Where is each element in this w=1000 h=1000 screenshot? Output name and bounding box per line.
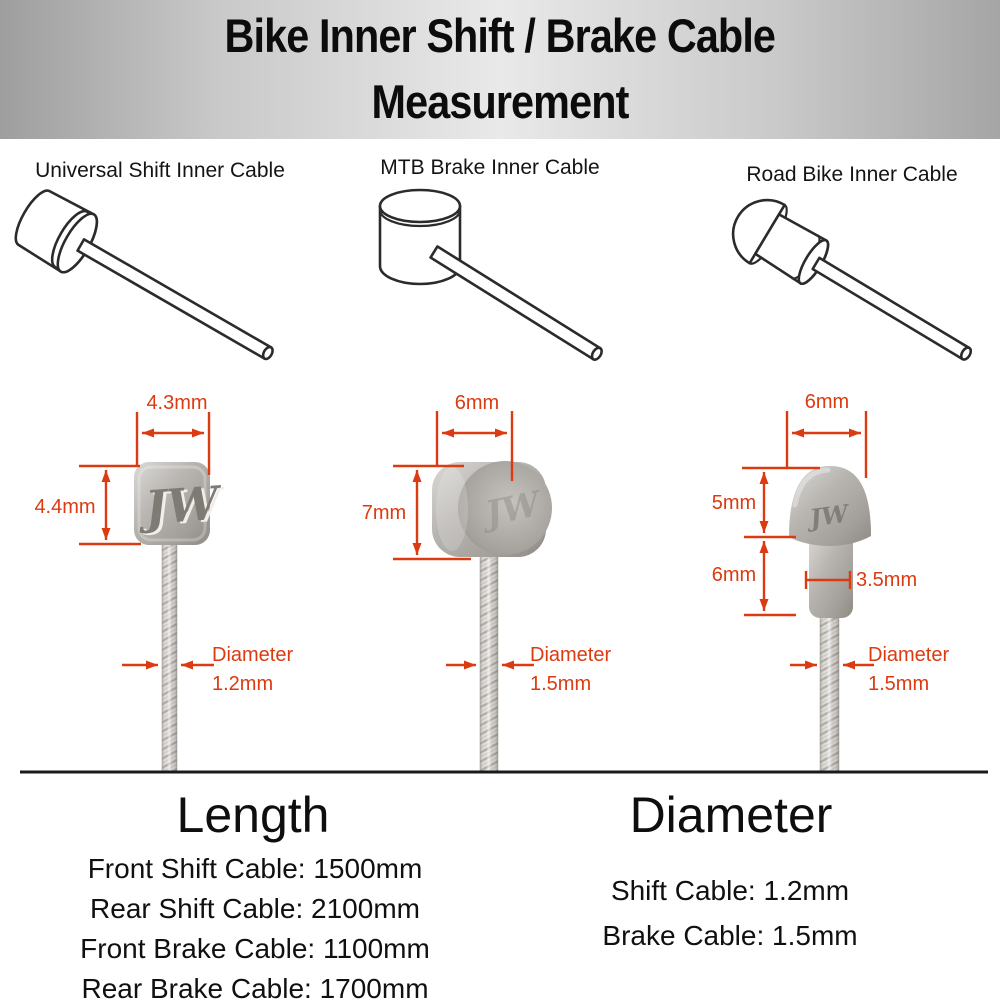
dimensions-right bbox=[742, 411, 874, 670]
dim-value-diameter-middle: 1.5mm bbox=[530, 673, 592, 695]
dim-label-head-height-middle: 7mm bbox=[361, 502, 407, 524]
dim-label-diameter-left: Diameter bbox=[212, 644, 294, 666]
length-item: Front Brake Cable: 1100mm bbox=[80, 933, 430, 964]
line-drawing-universal-shift bbox=[14, 189, 274, 361]
line-drawing-road-bike bbox=[731, 198, 973, 361]
dim-label-head-height-right: 5mm bbox=[711, 492, 757, 514]
length-list: Front Shift Cable: 1500mm Rear Shift Cab… bbox=[30, 849, 480, 1000]
diameter-section-heading: Diameter bbox=[629, 787, 833, 843]
length-item: Rear Shift Cable: 2100mm bbox=[90, 893, 420, 924]
line-drawing-mtb-brake bbox=[378, 188, 603, 361]
dim-label-stem-width-right: 3.5mm bbox=[856, 569, 918, 591]
dimensions-left bbox=[79, 412, 214, 670]
stamp-jw-left-shadow: JW bbox=[138, 477, 227, 537]
dim-label-stem-height-right: 6mm bbox=[711, 564, 757, 586]
length-item: Front Shift Cable: 1500mm bbox=[87, 853, 423, 884]
column-label-universal-shift: Universal Shift Inner Cable bbox=[35, 159, 285, 182]
page-title-line2: Measurement bbox=[371, 75, 630, 128]
diameter-list: Shift Cable: 1.2mm Brake Cable: 1.5mm bbox=[530, 868, 930, 958]
dim-value-diameter-right: 1.5mm bbox=[868, 673, 930, 695]
column-label-road-bike: Road Bike Inner Cable bbox=[746, 163, 958, 186]
stamp-jw-left: JW bbox=[135, 476, 224, 536]
dim-label-head-width-right: 6mm bbox=[804, 391, 850, 413]
photo-mtb-cable-end: JW bbox=[432, 461, 552, 773]
diameter-item: Shift Cable: 1.2mm bbox=[610, 875, 850, 906]
length-section-heading: Length bbox=[176, 787, 330, 843]
diameter-item: Brake Cable: 1.5mm bbox=[602, 920, 858, 951]
dim-label-diameter-middle: Diameter bbox=[530, 644, 612, 666]
length-item: Rear Brake Cable: 1700mm bbox=[81, 973, 429, 1000]
dim-value-diameter-left: 1.2mm bbox=[212, 673, 274, 695]
stamp-jw-right: JW bbox=[804, 498, 852, 533]
photo-road-cable-end: JW bbox=[789, 466, 871, 773]
header-banner: Bike Inner Shift / Brake Cable Measureme… bbox=[0, 0, 1000, 139]
page-title-line1: Bike Inner Shift / Brake Cable bbox=[224, 9, 776, 62]
dim-label-head-height-left: 4.4mm bbox=[34, 496, 96, 518]
photo-shift-cable-end: JW JW bbox=[134, 462, 228, 773]
dim-label-head-width-middle: 6mm bbox=[454, 392, 500, 414]
dim-label-head-width-left: 4.3mm bbox=[146, 392, 208, 414]
column-label-mtb-brake: MTB Brake Inner Cable bbox=[380, 156, 600, 179]
dim-label-diameter-right: Diameter bbox=[868, 644, 950, 666]
dimensions-middle bbox=[393, 411, 534, 670]
